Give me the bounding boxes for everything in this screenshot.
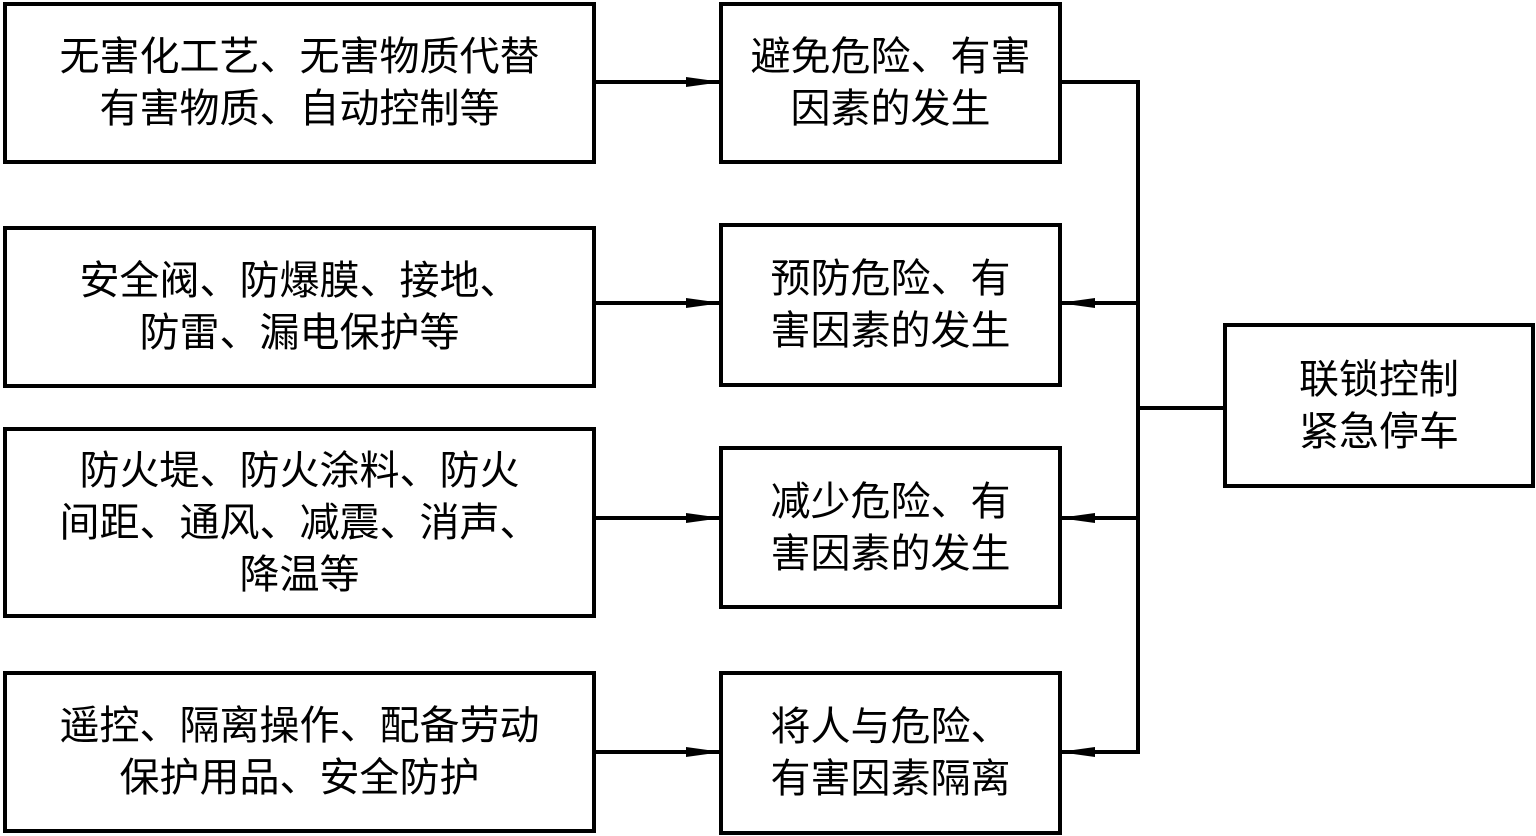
box-text-line: 有害因素隔离	[770, 756, 1011, 802]
measure-box-2: 安全阀、防爆膜、接地、 防雷、漏电保护等	[3, 226, 596, 388]
box-text-line: 避免危险、有害	[750, 34, 1031, 80]
box-text-line: 有害物质、自动控制等	[99, 86, 500, 132]
box-text-line: 间距、通风、减震、消声、	[59, 499, 540, 546]
box-text-line: 将人与危险、	[770, 704, 1011, 750]
box-text-line: 安全阀、防爆膜、接地、	[79, 258, 520, 304]
measure-box-3: 防火堤、防火涂料、防火 间距、通风、减震、消声、 降温等	[3, 427, 596, 618]
goal-box-2: 预防危险、有 害因素的发生	[719, 223, 1062, 387]
box-text-line: 减少危险、有	[770, 478, 1011, 525]
box-text-line: 防火堤、防火涂料、防火	[79, 447, 520, 494]
box-text-line: 预防危险、有	[770, 256, 1011, 302]
box-text-line: 无害化工艺、无害物质代替	[59, 34, 540, 80]
box-text-line: 紧急停车	[1299, 408, 1459, 455]
box-text-line: 害因素的发生	[770, 308, 1011, 354]
box-text-line: 联锁控制	[1299, 356, 1459, 403]
measure-box-4: 遥控、隔离操作、配备劳动 保护用品、安全防护	[3, 671, 596, 833]
control-box: 联锁控制 紧急停车	[1223, 323, 1535, 488]
box-text-line: 保护用品、安全防护	[119, 755, 480, 801]
box-text-line: 降温等	[239, 551, 360, 598]
goal-box-4: 将人与危险、 有害因素隔离	[719, 671, 1062, 835]
goal-box-1: 避免危险、有害 因素的发生	[719, 2, 1062, 164]
box-text-line: 防雷、漏电保护等	[139, 310, 460, 356]
measure-box-1: 无害化工艺、无害物质代替 有害物质、自动控制等	[3, 2, 596, 164]
box-text-line: 害因素的发生	[770, 530, 1011, 577]
box-text-line: 遥控、隔离操作、配备劳动	[59, 703, 540, 749]
goal-box-3: 减少危险、有 害因素的发生	[719, 446, 1062, 609]
box-text-line: 因素的发生	[790, 86, 991, 132]
